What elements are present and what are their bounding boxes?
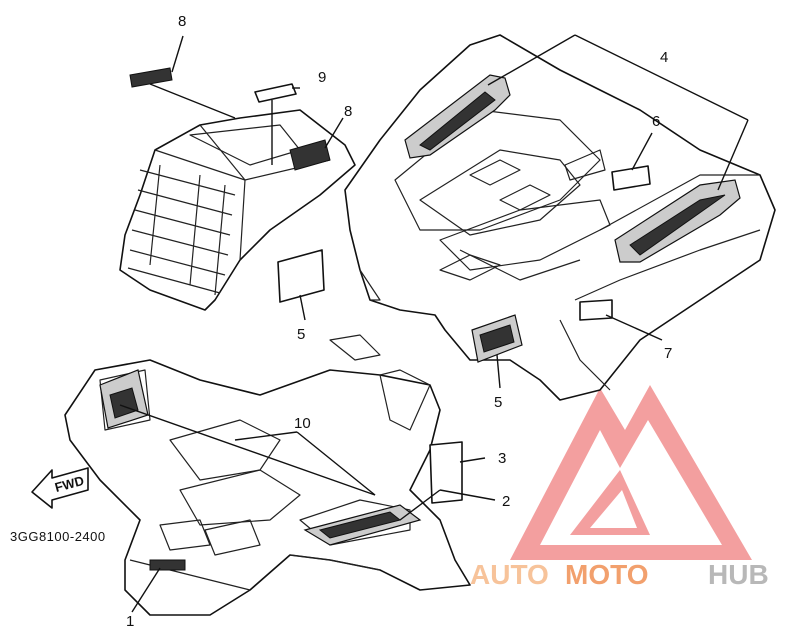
callout-10: 10	[294, 415, 311, 432]
callout-1: 1	[126, 613, 134, 630]
big-bear-decal-upper	[404, 74, 511, 159]
watermark-auto: AUTO	[470, 559, 549, 590]
callout-3: 3	[498, 450, 506, 467]
callout-numbers: 8 9 8 4 6 5 5 7 10 3 2 1	[126, 13, 672, 630]
part-code: 3GG8100-2400	[10, 529, 106, 544]
big-bear-decal-lower	[614, 179, 741, 263]
yamaha-decal-left	[289, 139, 331, 171]
label-6	[611, 165, 651, 191]
leader-lines	[119, 34, 749, 613]
callout-4: 4	[660, 49, 668, 66]
watermark-logo	[510, 385, 752, 560]
fwd-label: FWD	[53, 473, 85, 495]
label-1	[149, 559, 186, 571]
label-7	[579, 299, 613, 321]
watermark-text: AUTO MOTO HUB	[470, 559, 769, 590]
lower-fender-assembly	[64, 334, 471, 616]
label-9	[254, 83, 297, 103]
label-5-left	[277, 249, 325, 303]
watermark-moto: MOTO	[565, 559, 648, 590]
callout-2: 2	[502, 493, 510, 510]
label-5-right	[471, 314, 523, 363]
callout-8-yamaha: 8	[344, 103, 352, 120]
callout-8-top: 8	[178, 13, 186, 30]
callout-7: 7	[664, 345, 672, 362]
watermark-hub: HUB	[708, 559, 769, 590]
warning-label-2	[303, 504, 422, 546]
small-emblem-top	[129, 67, 173, 88]
callout-6: 6	[652, 113, 660, 130]
callout-5-right: 5	[494, 394, 502, 411]
fwd-arrow: FWD	[31, 467, 89, 509]
label-3	[429, 441, 463, 504]
callout-9: 9	[318, 69, 326, 86]
callout-5-left: 5	[297, 326, 305, 343]
rear-reflector-decal	[99, 369, 149, 429]
